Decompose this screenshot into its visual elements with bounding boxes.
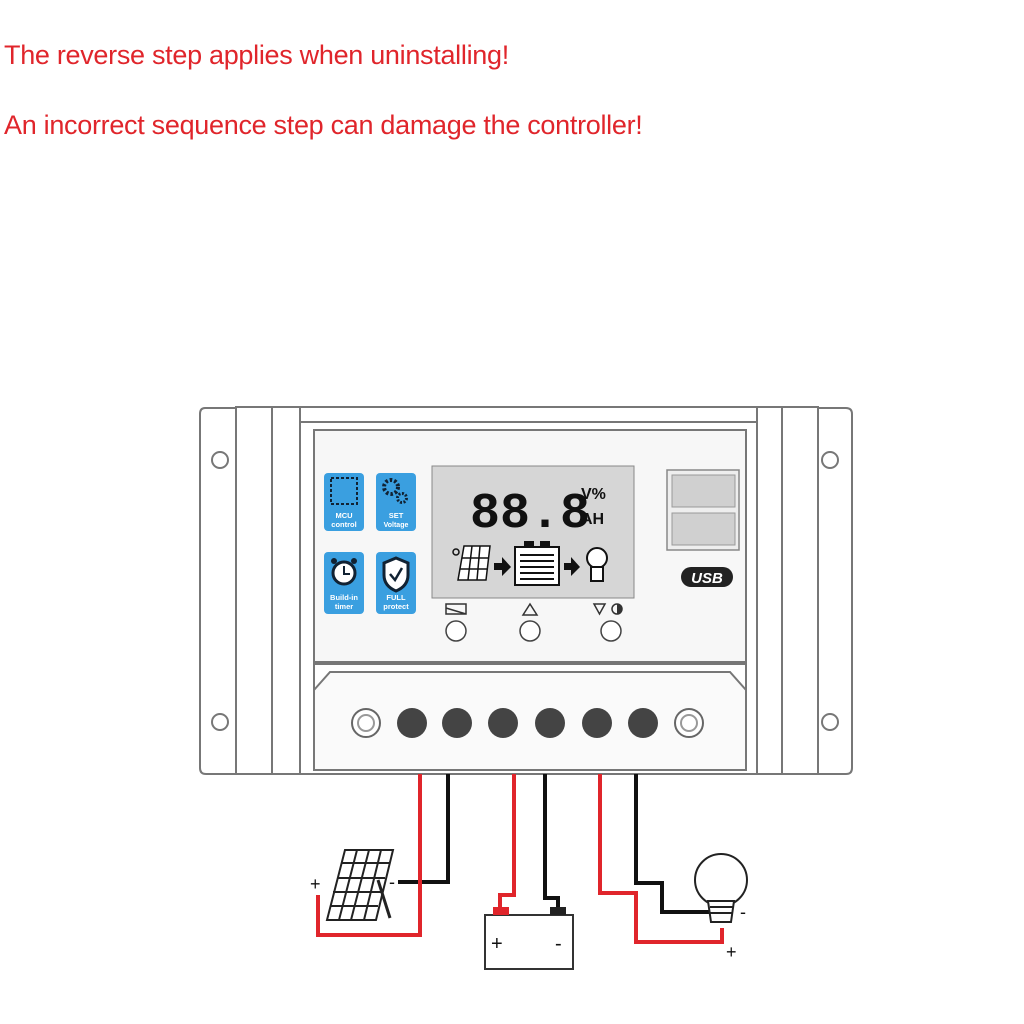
usb-ports[interactable] (666, 469, 740, 551)
feature-icon-protect: FULL protect (376, 552, 416, 614)
terminal-end-right (674, 708, 704, 738)
button-group (445, 602, 623, 642)
usb-label: USB (691, 570, 723, 587)
terminal-load-negative (628, 708, 658, 738)
gears-icon (382, 478, 408, 504)
usb-port-1 (671, 474, 736, 508)
timer-label-bottom: timer (335, 602, 353, 611)
controller-right-flange (788, 407, 853, 775)
set-label-top: SET (389, 511, 404, 520)
chip-icon (330, 477, 358, 505)
battery-positive-post (493, 907, 509, 915)
terminal-end-left (351, 708, 381, 738)
load-positive-wire (598, 774, 724, 944)
mcu-label-top: MCU (335, 511, 352, 520)
load-plus-label: + (726, 942, 737, 962)
shield-icon (382, 556, 410, 593)
battery-negative-wire (543, 774, 560, 910)
up-button[interactable] (519, 602, 541, 642)
feature-icon-mcu: MCU control (324, 473, 364, 531)
terminal-battery-negative (535, 708, 565, 738)
protect-label-bottom: protect (383, 602, 409, 611)
panel-positive-wire (316, 774, 422, 937)
feature-icon-timer: Build-in timer (324, 552, 364, 614)
mount-hole-bottom-left (211, 713, 229, 731)
alarm-clock-icon (331, 558, 357, 586)
down-button[interactable] (592, 603, 623, 642)
warning-uninstall-text: The reverse step applies when uninstalli… (4, 40, 509, 70)
lcd-solar-icon (452, 545, 491, 581)
terminal-panel-positive (397, 708, 427, 738)
load-bulb (694, 853, 748, 923)
lcd-battery-icon (514, 541, 560, 586)
protect-label-top: FULL (386, 593, 406, 602)
lcd-arrow-right-2 (564, 557, 580, 576)
controller-face-plate (299, 421, 758, 775)
lcd-unit-ah: AH (581, 511, 604, 528)
panel-plus-label: + (310, 874, 321, 894)
set-label-bottom: Voltage (384, 522, 409, 529)
timer-label-top: Build-in (330, 593, 358, 602)
triangle-down-icon (592, 603, 607, 616)
wires (316, 774, 724, 944)
triangle-up-icon (521, 602, 539, 616)
mount-hole-top-right (821, 451, 839, 469)
lcd-unit-volt-percent: V% (581, 486, 606, 503)
usb-logo: USB (681, 567, 733, 587)
terminals (351, 708, 704, 738)
load-negative-wire (634, 774, 713, 914)
terminal-battery-positive (488, 708, 518, 738)
mount-hole-bottom-right (821, 713, 839, 731)
battery-minus-label: - (555, 933, 562, 955)
battery-type-icon (445, 603, 467, 615)
menu-button[interactable] (445, 603, 467, 642)
mcu-label-bottom: control (331, 520, 356, 529)
controller-left-flange (199, 407, 238, 775)
battery-plus-label: + (491, 933, 503, 955)
usb-port-2 (671, 512, 736, 546)
lcd-digits: 88.8 (470, 486, 590, 543)
load-minus-label: - (740, 902, 746, 922)
lcd-display: 88.8 V% AH (431, 465, 635, 599)
panel-minus-label: - (389, 872, 395, 892)
mount-hole-top-left (211, 451, 229, 469)
battery: + - (484, 907, 574, 970)
solar-panel (325, 849, 395, 921)
terminal-load-positive (582, 708, 612, 738)
lcd-bulb-icon (586, 547, 608, 582)
lcd-arrow-right-1 (494, 557, 511, 576)
battery-positive-wire (498, 774, 516, 910)
panel-negative-wire (398, 774, 450, 884)
terminal-panel-negative (442, 708, 472, 738)
battery-negative-post (550, 907, 566, 915)
warning-sequence-text: An incorrect sequence step can damage th… (4, 110, 643, 140)
feature-icon-set: SET Voltage (376, 473, 416, 531)
